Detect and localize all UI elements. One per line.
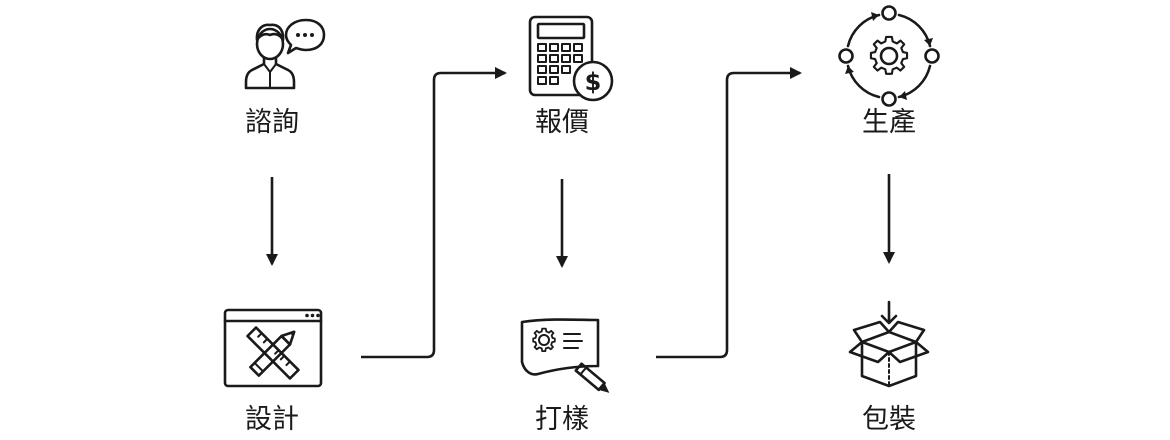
- step-label-design: 設計: [245, 404, 299, 435]
- step-quote: $ 報價: [528, 15, 614, 138]
- arrow-design-to-quote: [361, 67, 507, 359]
- consultant-speech-bubble-icon: [244, 18, 326, 90]
- sample-sketch-gear-icon: [520, 318, 610, 393]
- design-ruler-pencil-icon: [223, 308, 323, 388]
- step-consult: 諮詢: [244, 18, 326, 138]
- svg-text:$: $: [585, 68, 602, 96]
- step-package: 包裝: [848, 300, 930, 435]
- flow-connectors: [266, 67, 895, 359]
- calculator-dollar-icon: $: [528, 15, 614, 102]
- arrow-sample-to-produce: [656, 67, 802, 359]
- step-label-quote: 報價: [535, 107, 589, 138]
- step-sample: 打樣: [520, 318, 610, 435]
- step-label-package: 包裝: [862, 404, 916, 435]
- step-design: 設計: [223, 308, 323, 435]
- packaging-box-icon: [848, 300, 930, 388]
- step-produce: 生產: [838, 5, 940, 138]
- production-gear-cycle-icon: [838, 5, 940, 107]
- step-label-produce: 生產: [862, 107, 916, 138]
- step-label-sample: 打樣: [535, 404, 589, 435]
- step-label-consult: 諮詢: [245, 107, 299, 138]
